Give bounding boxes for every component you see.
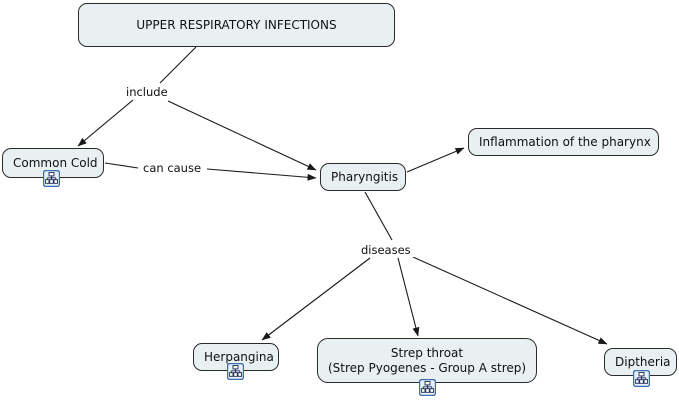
edge-can-cause-to-pharyngitis bbox=[206, 168, 317, 181]
node-strep-throat-label: Strep throat(Strep Pyogenes - Group A st… bbox=[328, 345, 527, 375]
edge-pharyngitis-to-inflammation bbox=[406, 147, 465, 173]
edge-label-can-cause[interactable]: can cause bbox=[140, 161, 205, 175]
node-strep-throat[interactable]: Strep throat(Strep Pyogenes - Group A st… bbox=[317, 338, 537, 383]
edge-pharyngitis-to-diseases bbox=[364, 191, 393, 241]
edge-label-include[interactable]: include bbox=[123, 85, 171, 99]
edge-diseases-to-diptheria bbox=[412, 256, 608, 345]
node-upper-respiratory-infections[interactable]: UPPER RESPIRATORY INFECTIONS bbox=[78, 3, 395, 47]
hierarchy-resource-icon[interactable] bbox=[419, 379, 436, 396]
node-herpangina-label: Herpangina bbox=[204, 349, 274, 364]
hierarchy-resource-icon[interactable] bbox=[633, 370, 650, 387]
node-pharyngitis[interactable]: Pharyngitis bbox=[320, 163, 406, 191]
node-strep-throat-label-line2: (Strep Pyogenes - Group A strep) bbox=[328, 360, 527, 375]
edge-label-diseases[interactable]: diseases bbox=[358, 243, 414, 257]
edge-include-to-pharyngitis bbox=[167, 100, 317, 171]
node-inflammation-of-the-pharynx[interactable]: Inflammation of the pharynx bbox=[468, 128, 659, 156]
node-common-cold-label: Common Cold bbox=[13, 155, 98, 170]
hierarchy-resource-icon[interactable] bbox=[227, 363, 244, 380]
edge-diseases-to-strep-throat bbox=[397, 257, 420, 337]
node-pharyngitis-label: Pharyngitis bbox=[331, 169, 399, 184]
node-inflammation-of-the-pharynx-label: Inflammation of the pharynx bbox=[479, 134, 651, 149]
edge-uri-to-include bbox=[159, 46, 197, 84]
node-common-cold[interactable]: Common Cold bbox=[2, 148, 104, 178]
edge-common-cold-to-can-cause bbox=[104, 162, 139, 169]
edge-diseases-to-herpangina bbox=[261, 257, 371, 341]
hierarchy-resource-icon[interactable] bbox=[43, 170, 60, 187]
node-diptheria-label: Diptheria bbox=[615, 354, 671, 369]
node-upper-respiratory-infections-label: UPPER RESPIRATORY INFECTIONS bbox=[136, 17, 337, 32]
edge-include-to-common-cold bbox=[77, 99, 134, 147]
node-herpangina[interactable]: Herpangina bbox=[193, 343, 279, 371]
